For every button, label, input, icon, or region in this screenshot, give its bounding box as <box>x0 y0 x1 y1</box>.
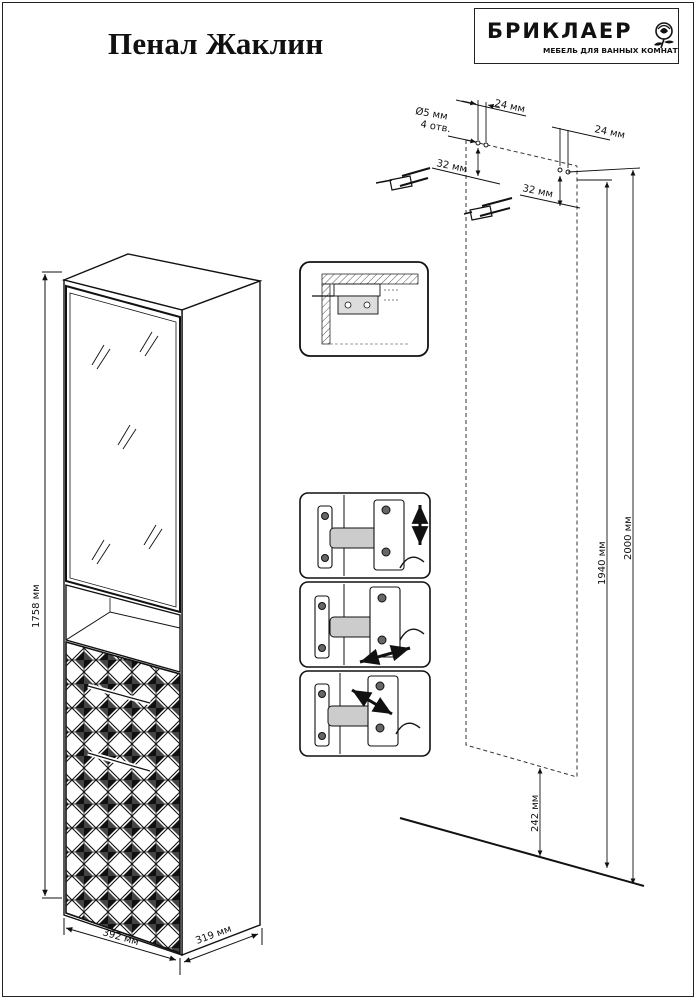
vertical-spacing-right-label: 32 мм <box>521 183 554 200</box>
brand-name: БРИКЛАЕР <box>487 19 633 43</box>
floor-line <box>399 817 645 887</box>
mounting-detail-callout <box>299 261 429 357</box>
hole-count-label: 4 отв. <box>419 119 451 135</box>
mount-height-1940-label: 1940 мм <box>597 541 608 585</box>
height-dimension-label: 1758 мм <box>31 584 42 628</box>
mount-hole <box>483 142 489 148</box>
hole-spacing-right-label: 24 мм <box>593 124 626 141</box>
hinge-adjust-panel-1 <box>299 492 431 579</box>
mount-hole <box>475 140 481 146</box>
rose-icon <box>654 22 674 49</box>
page-title: Пенал Жаклин <box>108 26 324 61</box>
mount-hole <box>557 167 563 173</box>
wall-bracket-right <box>463 197 513 221</box>
cabinet-dimensions <box>42 271 263 975</box>
floor-clearance-label: 242 мм <box>530 795 541 832</box>
hinge-adjust-panel-2 <box>299 581 431 668</box>
mount-height-2000-label: 2000 мм <box>623 516 634 560</box>
decorative-door <box>65 640 181 955</box>
wall-mount-scheme <box>375 99 645 887</box>
brand-logo: БРИКЛАЕР МЕБЕЛЬ ДЛЯ ВАННЫХ КОМНАТ <box>474 8 679 64</box>
wall-bracket-left <box>375 167 431 191</box>
hole-diameter-label: Ø5 мм <box>414 105 448 122</box>
open-shelf <box>65 584 181 673</box>
mirror-glare <box>91 331 163 565</box>
hole-spacing-top-label: 24 мм <box>493 98 526 115</box>
cabinet-side <box>181 279 261 957</box>
cabinet <box>61 253 263 957</box>
brand-tagline: МЕБЕЛЬ ДЛЯ ВАННЫХ КОМНАТ <box>543 46 678 55</box>
hinge-adjust-panel-3 <box>299 670 431 757</box>
cabinet-outline-dashed <box>465 140 578 778</box>
